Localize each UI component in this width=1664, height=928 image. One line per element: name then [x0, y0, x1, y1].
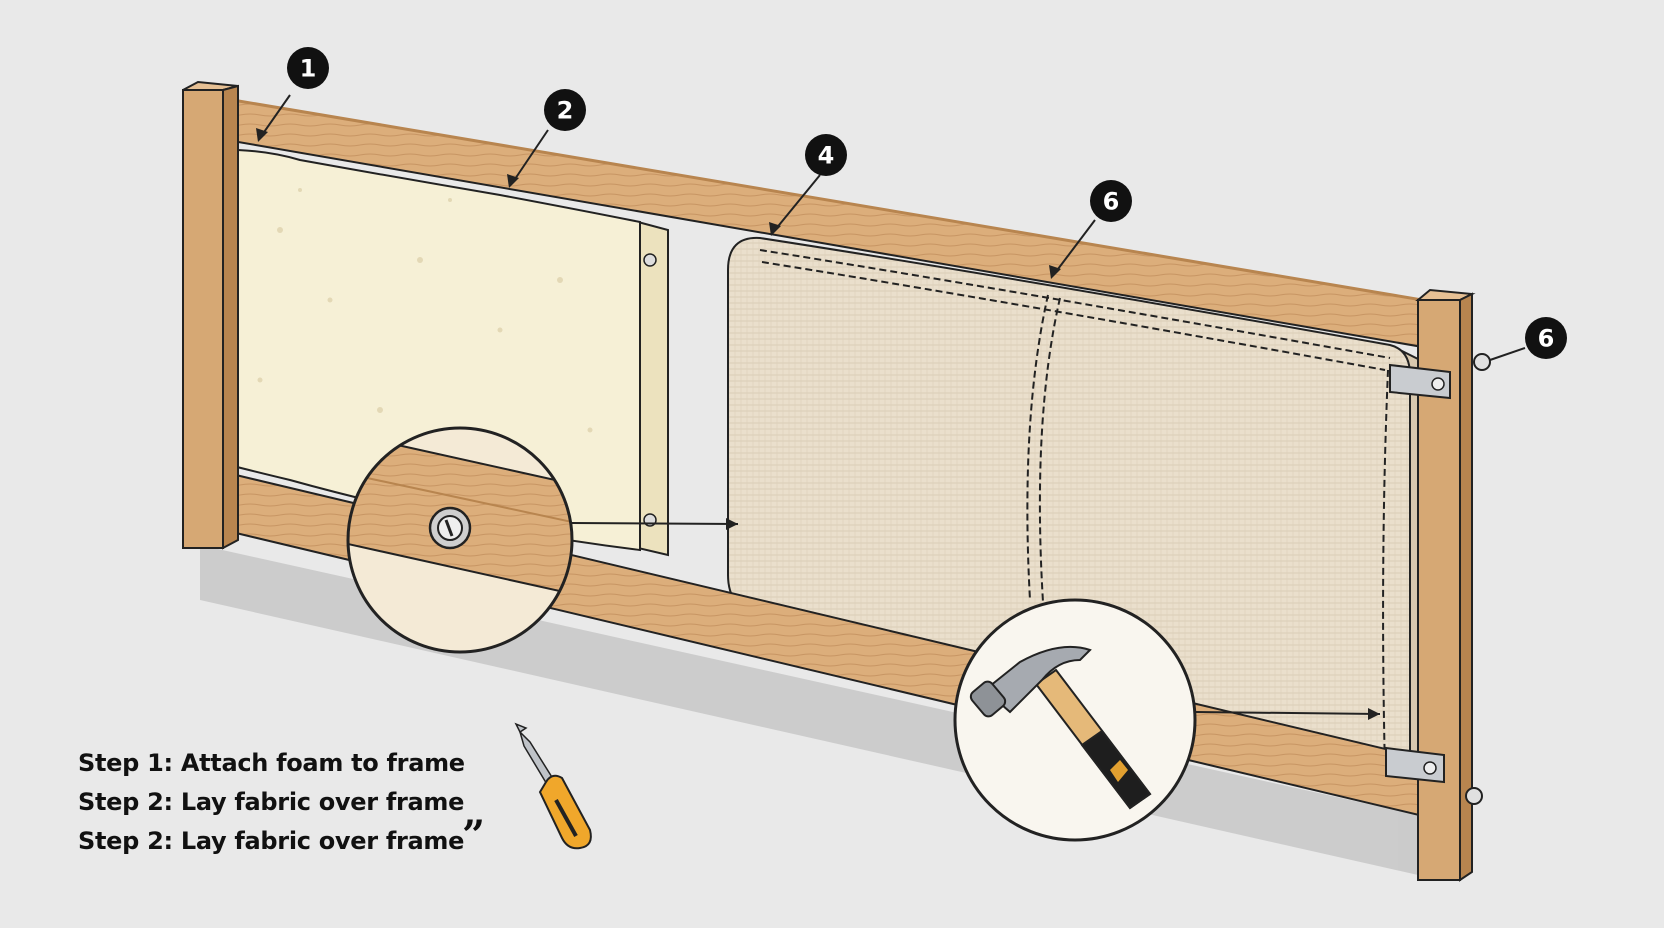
step-list: Step 1: Attach foam to frame Step 2: Lay…: [78, 744, 465, 861]
callout-number: 2: [557, 97, 574, 125]
detail-lens-screw: [346, 426, 739, 654]
bracket-icon: [1385, 363, 1451, 784]
hammer-icon: [969, 645, 1152, 810]
callout-number: 6: [1103, 188, 1120, 216]
callout-badge: 4: [805, 134, 847, 176]
step-item: Step 2: Lay fabric over frame: [78, 827, 465, 855]
step-item: Step 1: Attach foam to frame: [78, 749, 465, 777]
callout-number: 4: [818, 142, 835, 170]
callout-number: 6: [1538, 325, 1555, 353]
screw-icon: [1465, 353, 1491, 805]
quote-mark: ”: [462, 812, 486, 859]
callout-arrowheads: [256, 128, 1061, 279]
screwdriver-icon: [514, 722, 592, 850]
callout-badge: 6: [1525, 317, 1567, 359]
step-item: Step 2: Lay fabric over frame: [78, 788, 465, 816]
foam-block: [209, 148, 669, 557]
callout-badge: 6: [1090, 180, 1132, 222]
callout-badge: 2: [544, 89, 586, 131]
screw-icon: [643, 253, 657, 267]
callout-number: 1: [300, 55, 317, 83]
callout-badge: 1: [287, 47, 329, 89]
callout-leaders: [261, 94, 1526, 361]
detail-lens-hammer: [953, 598, 1381, 842]
